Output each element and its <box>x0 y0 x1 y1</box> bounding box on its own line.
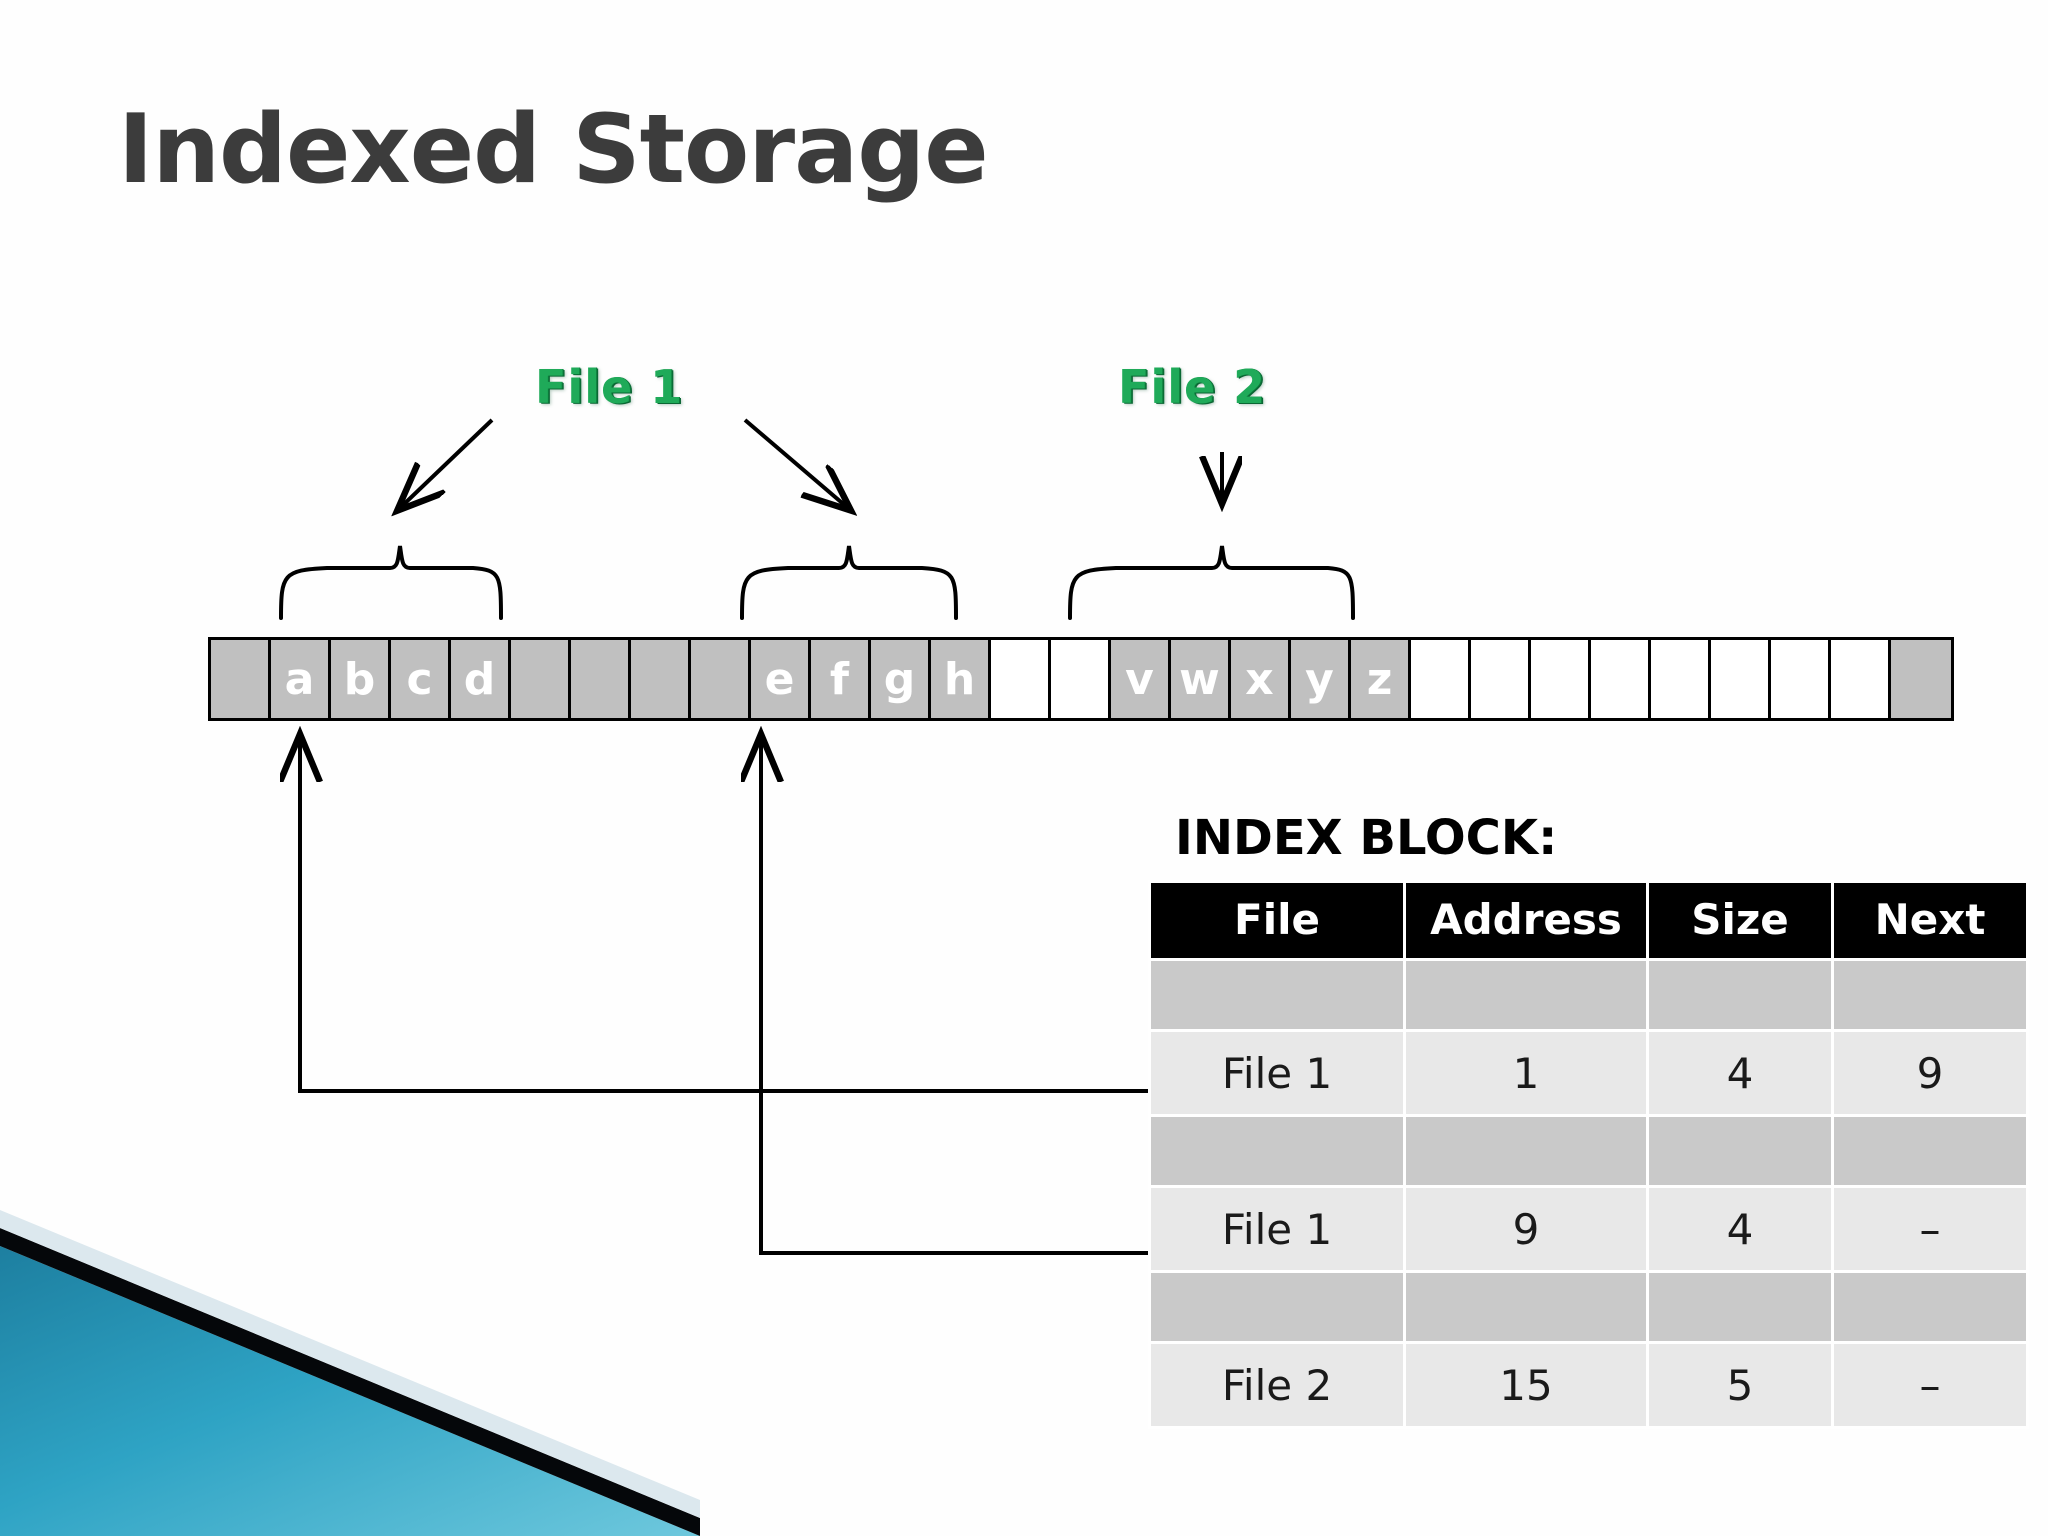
spacer-cell-file <box>1151 1273 1403 1341</box>
disk-block-24 <box>1651 640 1711 718</box>
disk-block-22 <box>1531 640 1591 718</box>
table-spacer-row <box>1151 1273 2026 1341</box>
spacer-cell-size <box>1649 1117 1831 1185</box>
cell-size: 4 <box>1649 1032 1831 1114</box>
brace-file1-part1 <box>279 545 503 620</box>
disk-block-15: v <box>1111 640 1171 718</box>
file1-right-arrow <box>743 418 848 508</box>
spacer-cell-size <box>1649 961 1831 1029</box>
disk-block-16: w <box>1171 640 1231 718</box>
cell-size: 5 <box>1649 1344 1831 1426</box>
table-spacer-row <box>1151 961 2026 1029</box>
disk-block-8 <box>691 640 751 718</box>
index-block-caption: INDEX BLOCK: <box>1175 810 1558 866</box>
column-header-file: File <box>1151 883 1403 958</box>
spacer-cell-next <box>1834 1117 2026 1185</box>
disk-block-4: d <box>451 640 511 718</box>
disk-block-28 <box>1891 640 1951 718</box>
connector-row1-to-block1 <box>300 738 1148 1093</box>
disk-block-12: h <box>931 640 991 718</box>
disk-block-26 <box>1771 640 1831 718</box>
page-title: Indexed Storage <box>118 95 989 205</box>
brace-file2 <box>1068 545 1355 620</box>
spacer-cell-address <box>1406 1273 1646 1341</box>
corner-decoration-shape <box>0 1210 700 1536</box>
connector-row2-to-block9 <box>761 738 1148 1255</box>
disk-block-0 <box>211 640 271 718</box>
disk-block-3: c <box>391 640 451 718</box>
spacer-cell-file <box>1151 1117 1403 1185</box>
spacer-cell-address <box>1406 1117 1646 1185</box>
light-stripe <box>0 1210 700 1518</box>
file-2-label: File 2 <box>1118 360 1267 414</box>
disk-block-7 <box>631 640 691 718</box>
disk-block-27 <box>1831 640 1891 718</box>
cell-file: File 1 <box>1151 1188 1403 1270</box>
cell-file: File 1 <box>1151 1032 1403 1114</box>
table-header-row: File Address Size Next <box>1151 883 2026 958</box>
table-spacer-row <box>1151 1117 2026 1185</box>
cell-next: – <box>1834 1344 2026 1426</box>
teal-wedge <box>0 1246 700 1536</box>
disk-block-2: b <box>331 640 391 718</box>
file-1-label: File 1 <box>535 360 684 414</box>
disk-block-19: z <box>1351 640 1411 718</box>
disk-block-11: g <box>871 640 931 718</box>
cell-address: 1 <box>1406 1032 1646 1114</box>
cell-size: 4 <box>1649 1188 1831 1270</box>
disk-block-6 <box>571 640 631 718</box>
disk-block-21 <box>1471 640 1531 718</box>
disk-block-1: a <box>271 640 331 718</box>
disk-block-14 <box>1051 640 1111 718</box>
column-header-next: Next <box>1834 883 2026 958</box>
disk-block-13 <box>991 640 1051 718</box>
brace-file1-part2 <box>740 545 958 620</box>
cell-address: 15 <box>1406 1344 1646 1426</box>
file1-left-arrow <box>400 418 494 508</box>
disk-block-10: f <box>811 640 871 718</box>
disk-block-17: x <box>1231 640 1291 718</box>
cell-file: File 2 <box>1151 1344 1403 1426</box>
disk-block-23 <box>1591 640 1651 718</box>
spacer-cell-next <box>1834 1273 2026 1341</box>
spacer-cell-file <box>1151 961 1403 1029</box>
cell-next: – <box>1834 1188 2026 1270</box>
column-header-address: Address <box>1406 883 1646 958</box>
disk-block-5 <box>511 640 571 718</box>
black-stripe <box>0 1228 700 1536</box>
disk-block-9: e <box>751 640 811 718</box>
column-header-size: Size <box>1649 883 1831 958</box>
spacer-cell-next <box>1834 961 2026 1029</box>
spacer-cell-size <box>1649 1273 1831 1341</box>
cell-next: 9 <box>1834 1032 2026 1114</box>
cell-address: 9 <box>1406 1188 1646 1270</box>
disk-block-25 <box>1711 640 1771 718</box>
corner-decoration <box>0 1206 700 1536</box>
disk-block-20 <box>1411 640 1471 718</box>
spacer-cell-address <box>1406 961 1646 1029</box>
disk-block-18: y <box>1291 640 1351 718</box>
